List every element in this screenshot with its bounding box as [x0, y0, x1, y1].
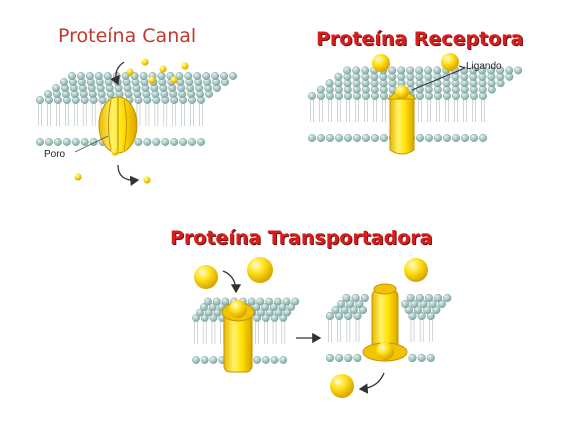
lipid-bilayer-transport-2 [325, 293, 452, 363]
transport-arrow-in [222, 270, 242, 294]
carrier-protein-open-out [221, 300, 255, 373]
carrier-protein-open-in [362, 283, 408, 362]
solute-top-3 [404, 258, 428, 282]
solute-dot [148, 76, 156, 84]
solute-dot [126, 68, 134, 76]
solute-bottom [330, 374, 354, 398]
ligand-bound [395, 85, 409, 99]
solute-dot [159, 65, 167, 73]
poro-pointer [74, 135, 109, 153]
solute-dot [141, 58, 149, 66]
solute-top-1 [194, 265, 218, 289]
channel-protein [98, 96, 138, 154]
transport-arrow-out [358, 372, 385, 394]
exit-arrow [117, 164, 140, 186]
solute-dot [143, 176, 151, 184]
label-poro: Poro [44, 149, 66, 160]
solute-particles-canal [74, 58, 189, 184]
solute-dot [74, 173, 82, 181]
title-proteina-receptora: Proteína Receptora [316, 28, 524, 50]
lipid-bilayer-canal [36, 72, 238, 146]
title-proteina-transportadora: Proteína Transportadora [170, 227, 433, 249]
ligando-pointer-2 [458, 65, 466, 69]
solute-dot [170, 76, 178, 84]
solute-top-2 [247, 257, 273, 283]
solute-dot [181, 62, 189, 70]
solute-dot [111, 148, 119, 156]
lipid-bilayer-receptora [308, 66, 523, 142]
title-proteina-canal: Proteína Canal [58, 25, 197, 47]
ligando-pointer-1 [411, 67, 466, 91]
ligand-free-1 [372, 54, 390, 72]
entry-arrow [110, 61, 125, 86]
label-ligando: Ligando [466, 61, 502, 72]
ligand-free-2 [441, 53, 459, 71]
